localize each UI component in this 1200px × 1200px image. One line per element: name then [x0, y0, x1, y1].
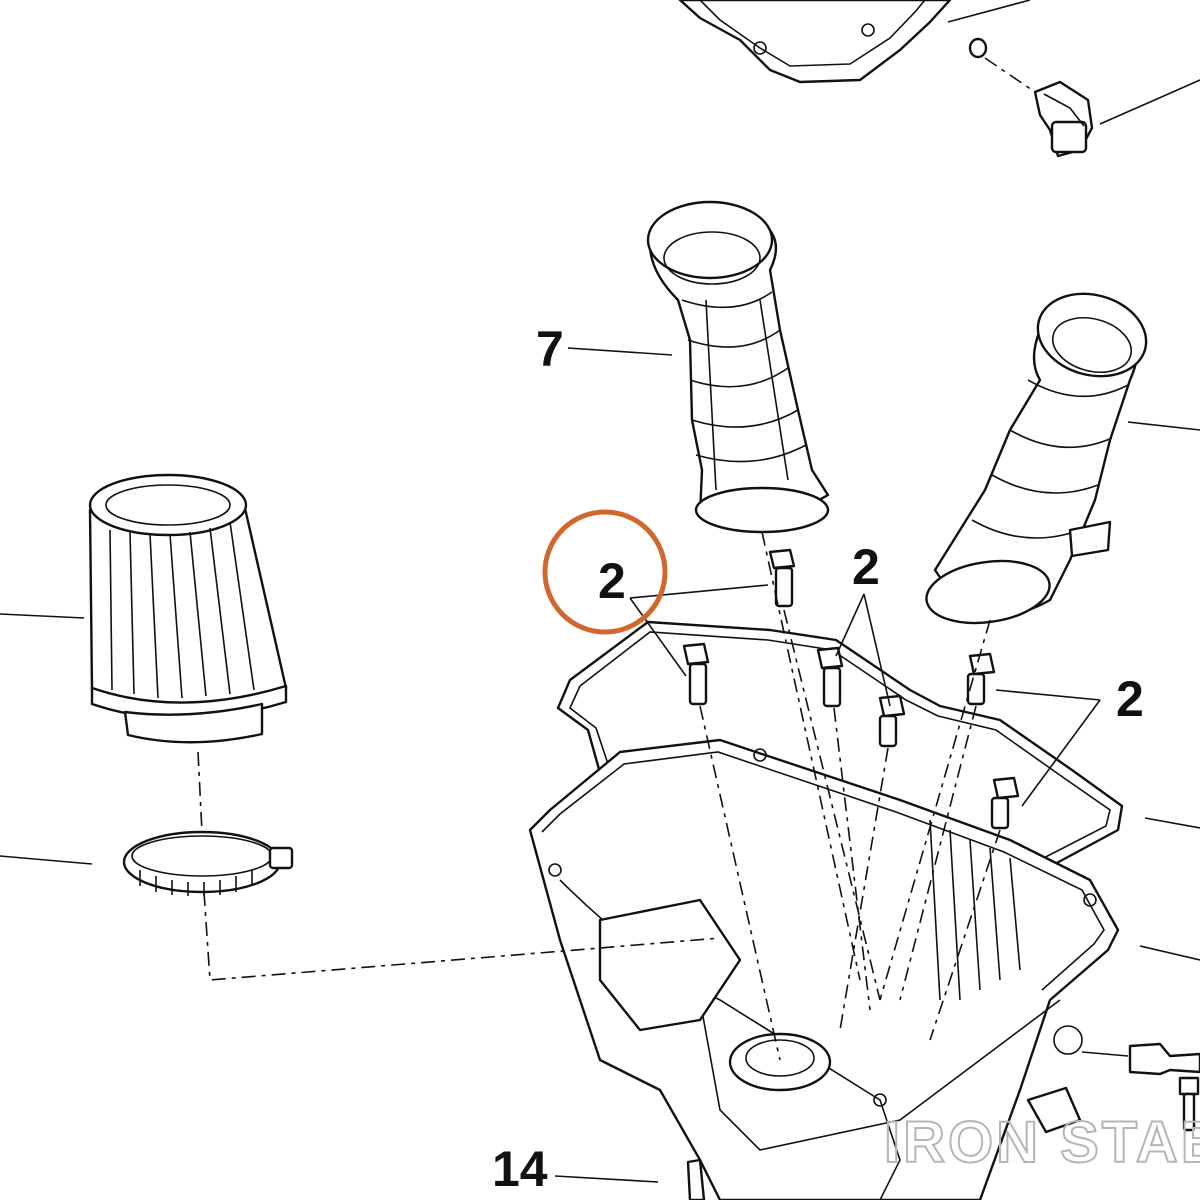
callout-2-middle: 2	[852, 539, 880, 595]
watermark-text: IRON STABLE	[884, 1110, 1200, 1175]
assembly-lines	[197, 531, 1001, 1061]
upper-housing	[678, 0, 1031, 84]
velocity-stack-right	[925, 292, 1200, 625]
airbox-housing	[528, 738, 1200, 1200]
callout-2-right: 2	[1116, 671, 1144, 727]
bolt-top	[768, 548, 796, 608]
callout-leaders	[629, 584, 1101, 807]
bolt-right-a	[966, 652, 996, 706]
velocity-stack-left	[567, 200, 830, 534]
callout-14: 14	[492, 1141, 548, 1197]
callout-7: 7	[536, 321, 564, 377]
hose-clamp	[0, 830, 294, 896]
callout-2-highlighted: 2	[598, 553, 626, 609]
side-fitting	[1081, 1042, 1200, 1076]
dashline-sensor	[984, 57, 1036, 93]
o-ring-small	[968, 37, 988, 59]
sensor-connector	[1033, 79, 1200, 158]
highlight-circle	[542, 509, 668, 635]
bolt-center-a	[816, 646, 844, 708]
bolt-right-b	[990, 776, 1020, 830]
bolt-left	[682, 642, 710, 706]
bolt-center-b	[878, 694, 906, 748]
air-filter	[0, 473, 288, 744]
side-bolt	[1178, 1076, 1200, 1132]
